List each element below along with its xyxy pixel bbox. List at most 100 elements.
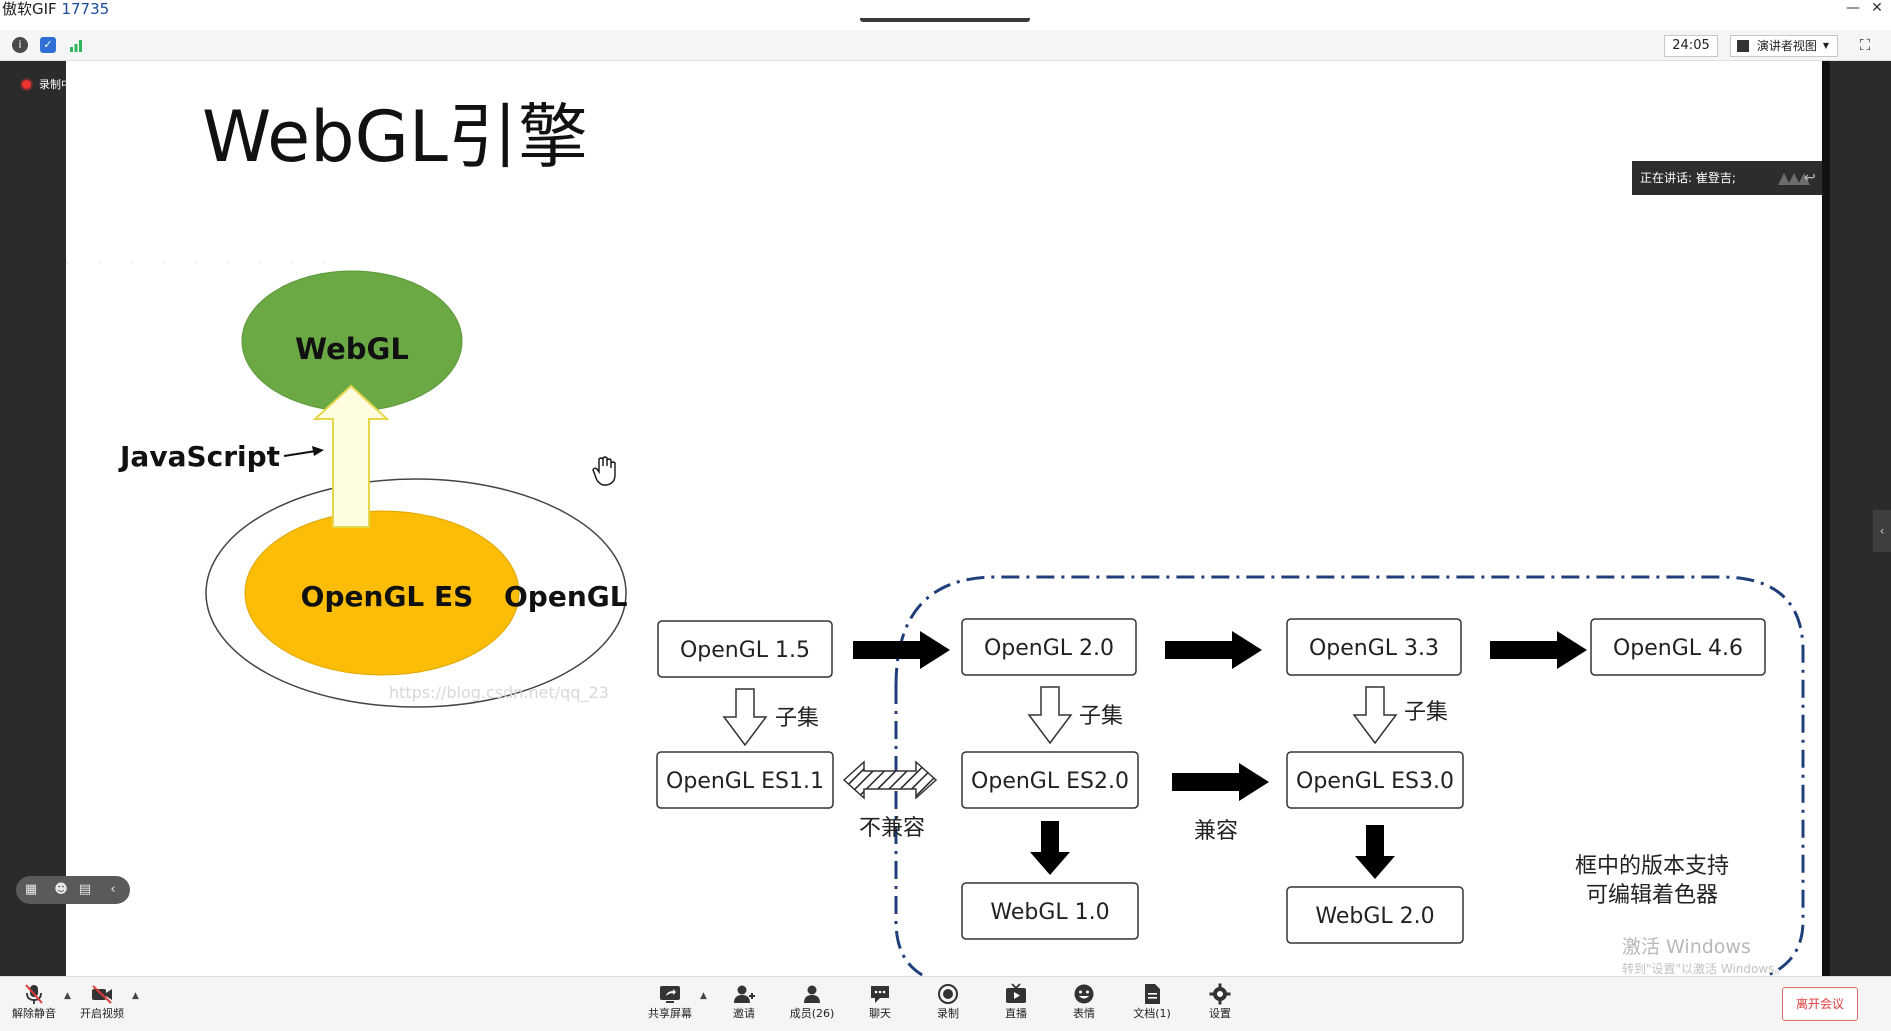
audio-options-caret-icon[interactable]: ▲ xyxy=(64,991,71,1001)
record-button[interactable]: 录制 xyxy=(918,983,978,1027)
opengl-label: OpenGL xyxy=(504,580,628,613)
subset-arrow-2 xyxy=(1027,686,1073,745)
box-webgl-2-0-label: WebGL 2.0 xyxy=(1315,904,1434,929)
box-opengl-2-0: OpenGL 2.0 xyxy=(961,618,1137,676)
grid-view-icon[interactable]: ▦ xyxy=(24,882,38,897)
live-button[interactable]: 直播 xyxy=(986,983,1046,1027)
record-label: 录制 xyxy=(937,1007,959,1020)
box-opengl-es3-0: OpenGL ES3.0 xyxy=(1286,751,1464,809)
reactions-label: 表情 xyxy=(1073,1007,1095,1020)
subset-label-2: 子集 xyxy=(1079,704,1123,729)
webgl-label: WebGL xyxy=(295,332,409,366)
box-opengl-1-5: OpenGL 1.5 xyxy=(657,620,833,678)
right-strip-edge xyxy=(1822,61,1830,976)
layout-icon xyxy=(1737,40,1749,52)
share-options-caret-icon[interactable]: ▲ xyxy=(700,991,707,1001)
box-opengl-es2-0-label: OpenGL ES2.0 xyxy=(971,769,1129,794)
box-opengl-es3-0-label: OpenGL ES3.0 xyxy=(1296,769,1454,794)
emoji-icon[interactable]: ☻ xyxy=(54,882,68,897)
arrow-es3-0-to-webgl-2-0 xyxy=(1355,825,1395,879)
signal-bars-graphic xyxy=(70,40,82,52)
camera-off-icon xyxy=(92,985,112,1004)
meeting-timer: 24:05 xyxy=(1664,35,1718,57)
settings-button[interactable]: 设置 xyxy=(1190,983,1250,1027)
frame-note-line2: 可编辑着色器 xyxy=(1586,883,1718,908)
opengl-es-label: OpenGL ES xyxy=(301,580,474,613)
compatible-label: 兼容 xyxy=(1194,819,1238,844)
slide-canvas: WebGL引擎 WebGL JavaScript OpenGL ES OpenG… xyxy=(66,96,1805,976)
members-button[interactable]: 成员(26) xyxy=(782,983,842,1027)
unmute-button[interactable]: 解除静音 xyxy=(4,983,64,1027)
shared-slide: WebGL引擎 WebGL JavaScript OpenGL ES OpenG… xyxy=(66,61,1822,976)
box-webgl-1-0: WebGL 1.0 xyxy=(961,882,1139,940)
info-icon[interactable]: i xyxy=(12,37,28,53)
comment-icon[interactable]: ▤ xyxy=(78,882,92,897)
opengl-es-ellipse xyxy=(244,510,520,676)
floating-controls: ▦ ☻ ▤ ‹ xyxy=(16,876,130,904)
chevron-left-icon[interactable]: ‹ xyxy=(110,882,116,897)
share-screen-button[interactable]: 共享屏幕 xyxy=(640,983,700,1027)
drag-handle[interactable] xyxy=(860,18,1030,22)
collapse-panel-icon[interactable]: ‹ xyxy=(1873,510,1891,552)
chat-button[interactable]: 聊天 xyxy=(850,983,910,1027)
documents-button[interactable]: 文档(1) xyxy=(1122,983,1182,1027)
invite-label: 邀请 xyxy=(733,1007,755,1020)
activate-windows-title: 激活 Windows xyxy=(1622,936,1751,958)
arrow-3-3-to-4-6 xyxy=(1490,631,1587,669)
arrow-1-5-to-2-0 xyxy=(853,631,950,669)
shield-icon[interactable]: ✓ xyxy=(40,37,56,53)
view-mode-dropdown[interactable]: 演讲者视图 ▼ xyxy=(1730,35,1838,57)
window-title: 傲软GIF 17735 xyxy=(2,0,109,18)
record-dot-icon xyxy=(22,80,31,89)
video-options-caret-icon[interactable]: ▲ xyxy=(132,991,139,1001)
box-opengl-es1-1-label: OpenGL ES1.1 xyxy=(666,769,824,794)
record-icon xyxy=(938,984,958,1004)
leave-meeting-button[interactable]: 离开会议 xyxy=(1782,987,1858,1021)
live-label: 直播 xyxy=(1005,1007,1027,1020)
fullscreen-icon[interactable]: ⛶ xyxy=(1859,36,1871,54)
recording-indicator: 录制中 xyxy=(22,78,72,92)
chat-icon xyxy=(871,986,889,1003)
gear-icon xyxy=(1209,983,1231,1005)
incompatible-label: 不兼容 xyxy=(859,816,925,841)
minimize-button[interactable]: — xyxy=(1846,0,1860,16)
chat-label: 聊天 xyxy=(869,1007,891,1020)
subset-label-3: 子集 xyxy=(1404,700,1448,725)
frame-note-line1: 框中的版本支持 xyxy=(1575,854,1729,879)
box-webgl-2-0: WebGL 2.0 xyxy=(1286,886,1464,944)
box-opengl-es2-0: OpenGL ES2.0 xyxy=(961,751,1139,809)
microphone-muted-icon xyxy=(25,984,43,1004)
document-icon xyxy=(1145,984,1160,1004)
view-mode-label: 演讲者视图 xyxy=(1756,39,1817,53)
box-opengl-4-6: OpenGL 4.6 xyxy=(1590,618,1766,676)
shader-support-frame xyxy=(894,575,1805,976)
meeting-info-bar: i ✓ 24:05 演讲者视图 ▼ ⛶ xyxy=(0,30,1891,61)
subset-label-1: 子集 xyxy=(775,706,819,731)
active-speaker-banner: 正在讲话: 崔登吉; ↩ xyxy=(1632,161,1822,195)
smiley-icon xyxy=(1074,984,1094,1004)
javascript-label: JavaScript xyxy=(118,440,280,473)
slide-title: WebGL引擎 xyxy=(202,96,588,178)
javascript-pointer-line xyxy=(283,450,317,457)
reactions-button[interactable]: 表情 xyxy=(1054,983,1114,1027)
invite-button[interactable]: 邀请 xyxy=(714,983,774,1027)
chevron-down-icon: ▼ xyxy=(1822,41,1829,50)
signal-icon[interactable] xyxy=(68,37,84,53)
subset-arrow-3 xyxy=(1352,686,1398,745)
box-opengl-3-3-label: OpenGL 3.3 xyxy=(1309,636,1439,661)
arrow-es2-0-to-es3-0 xyxy=(1172,763,1269,801)
subset-arrow-1 xyxy=(722,688,768,747)
start-video-button[interactable]: 开启视频 xyxy=(72,983,132,1027)
box-opengl-es1-1: OpenGL ES1.1 xyxy=(656,751,834,809)
window-title-text: 傲软GIF xyxy=(2,0,57,18)
members-label: 成员(26) xyxy=(789,1007,835,1020)
settings-label: 设置 xyxy=(1209,1007,1231,1020)
members-icon xyxy=(804,985,820,1003)
reply-arrow-icon[interactable]: ↩ xyxy=(1804,170,1816,186)
javascript-up-arrow xyxy=(312,384,390,528)
close-button[interactable]: ✕ xyxy=(1871,0,1883,16)
recording-label: 录制中 xyxy=(39,78,72,91)
left-video-strip xyxy=(0,61,66,976)
window-titlebar: 傲软GIF 17735 — ✕ xyxy=(0,0,1891,22)
